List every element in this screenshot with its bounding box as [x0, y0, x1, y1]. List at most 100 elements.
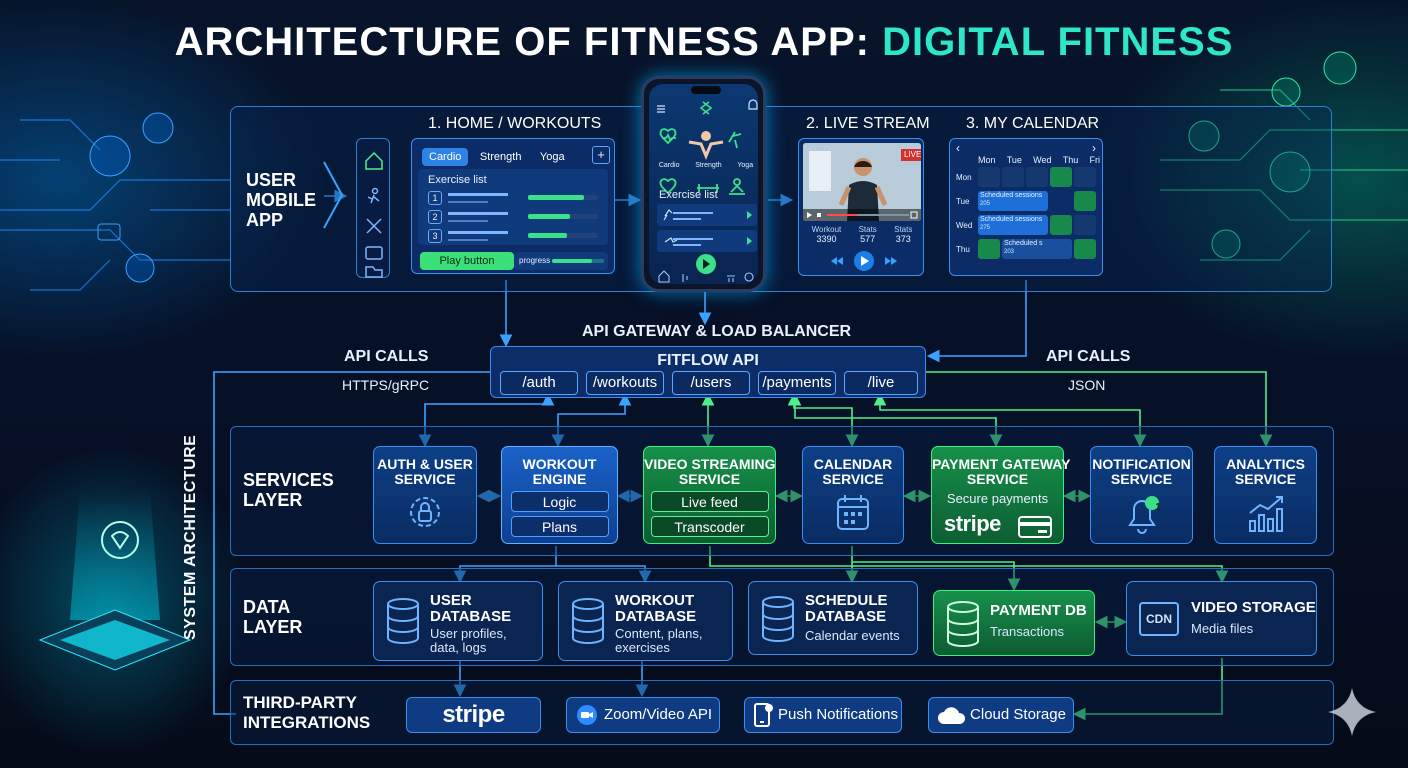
glowing-chip-decoration — [38, 490, 192, 671]
heart-icon — [659, 128, 677, 145]
system-architecture-label: SYSTEM ARCHITECTURE — [182, 434, 199, 640]
auth-user-service[interactable]: AUTH & USER SERVICE — [373, 446, 477, 544]
fast-forward-icon — [885, 257, 897, 265]
endpoint-auth[interactable]: /auth — [500, 371, 578, 395]
play-button[interactable]: Play button — [420, 252, 514, 270]
workout-engine-title: WORKOUT ENGINE — [522, 456, 597, 487]
credit-card-icon — [1018, 516, 1052, 538]
video-storage-title: VIDEO STORAGE — [1191, 599, 1316, 616]
check-icon — [1074, 191, 1096, 211]
video-player[interactable]: LIVE — [803, 143, 921, 221]
check-icon — [978, 239, 1000, 259]
menu-icon — [657, 105, 665, 113]
sparkle-icon — [1328, 688, 1376, 736]
exercise-list: Exercise list 1 2 3 — [418, 169, 608, 245]
endpoint-live[interactable]: /live — [844, 371, 918, 395]
payment-database-title: PAYMENT DB — [990, 602, 1087, 619]
list-item[interactable]: 2 — [428, 210, 608, 226]
check-icon — [1074, 239, 1096, 259]
api-calls-right-label: API CALLS — [1046, 348, 1131, 365]
payment-database[interactable]: PAYMENT DB Transactions — [933, 590, 1095, 656]
calendar-prev-button[interactable]: ‹ — [956, 141, 960, 155]
user-mobile-app-label: USER MOBILE APP — [246, 170, 316, 230]
data-layer-label: DATA LAYER — [243, 597, 303, 637]
bell-icon — [748, 99, 758, 110]
media-green-circle — [1188, 120, 1220, 152]
left-circuit-decoration — [0, 112, 230, 291]
video-streaming-service[interactable]: VIDEO STREAMING SERVICE Live feed Transc… — [643, 446, 776, 544]
analytics-service[interactable]: ANALYTICS SERVICE — [1214, 446, 1317, 544]
workout-database[interactable]: WORKOUT DATABASE Content, plans, exercis… — [558, 581, 733, 661]
gateway-heading: API GATEWAY & LOAD BALANCER — [582, 323, 852, 340]
calendar-service-title: CALENDAR SERVICE — [813, 456, 893, 487]
phone-notification-icon — [754, 703, 773, 727]
list-item[interactable]: 3 — [428, 229, 608, 245]
notification-badge: 1 — [1155, 502, 1161, 513]
user-database[interactable]: USER DATABASE User profiles, data, logs — [373, 581, 543, 661]
endpoint-workouts[interactable]: /workouts — [586, 371, 664, 395]
add-button[interactable]: + — [592, 146, 610, 164]
push-notifications-integration[interactable]: Push Notifications — [744, 697, 902, 733]
playback-controls[interactable] — [829, 249, 899, 273]
schedule-database[interactable]: SCHEDULE DATABASE Calendar events — [748, 581, 918, 655]
bell-icon — [1127, 496, 1159, 534]
plans-chip: Plans — [510, 516, 609, 537]
tab-strength[interactable]: Strength — [479, 151, 522, 163]
gear-lock-icon — [410, 497, 440, 527]
progress-label: progress — [519, 256, 551, 265]
app-logo-icon — [699, 101, 713, 115]
video-camera-icon — [577, 705, 597, 725]
workout-engine-service[interactable]: WORKOUT ENGINE Logic Plans — [501, 446, 618, 544]
user-database-title: USER DATABASE — [430, 592, 512, 625]
analytics-service-title: ANALYTICS SERVICE — [1226, 456, 1305, 487]
home-workouts-card: Cardio Strength Yoga + Exercise list 1 2… — [411, 138, 615, 274]
payment-gateway-service[interactable]: PAYMENT GATEWAY SERVICE Secure payments … — [931, 446, 1070, 544]
notification-service[interactable]: NOTIFICATION SERVICE 1 — [1090, 446, 1193, 544]
schedule-database-title: SCHEDULE DATABASE — [805, 592, 888, 625]
runner-icon — [371, 187, 379, 195]
schedule-database-sub: Calendar events — [805, 628, 900, 643]
chevron-right-icon — [323, 161, 344, 229]
tools-icon — [366, 218, 382, 234]
zoom-video-integration[interactable]: Zoom/Video API — [566, 697, 720, 733]
dumbbell-circle — [89, 135, 131, 177]
page-title-accent: DIGITAL FITNESS — [882, 20, 1234, 64]
calendar-next-button[interactable]: › — [1092, 141, 1096, 155]
database-icon — [387, 598, 419, 644]
list-item[interactable]: 1 — [428, 191, 608, 207]
notification-service-title: NOTIFICATION SERVICE — [1092, 456, 1191, 487]
athlete-icon — [701, 131, 711, 141]
phone-notch — [691, 86, 721, 94]
tab-cardio[interactable]: Cardio — [422, 148, 469, 166]
phone-mockup: Cardio Strength Yoga Exercise list — [641, 76, 766, 292]
right-circuit-decoration — [1160, 51, 1408, 261]
app-sidebar — [356, 138, 390, 278]
calendar-row-label: Mon — [956, 173, 972, 182]
video-streaming-title: VIDEO STREAMING SERVICE — [644, 456, 776, 487]
check-icon — [1050, 215, 1072, 235]
video-storage[interactable]: CDN VIDEO STORAGE Media files — [1126, 581, 1317, 656]
user-mobile-app-panel — [230, 106, 1332, 292]
cdn-icon: CDN — [1139, 602, 1179, 636]
dumbbell-green-circle — [1323, 51, 1357, 85]
https-grpc-label: HTTPS/gRPC — [342, 377, 430, 393]
fitflow-api-title: FITFLOW API — [657, 352, 759, 369]
endpoint-users[interactable]: /users — [672, 371, 750, 395]
folder-decoration — [97, 223, 121, 241]
settings-icon — [744, 272, 754, 282]
tab-yoga[interactable]: Yoga — [539, 151, 565, 163]
endpoint-payments[interactable]: /payments — [758, 371, 836, 395]
stripe-integration[interactable]: stripe — [406, 697, 541, 733]
stats-icon — [682, 274, 688, 282]
database-icon — [762, 596, 794, 642]
calendar-row-label: Thu — [956, 245, 970, 254]
calendar-service[interactable]: CALENDAR SERVICE — [802, 446, 904, 544]
